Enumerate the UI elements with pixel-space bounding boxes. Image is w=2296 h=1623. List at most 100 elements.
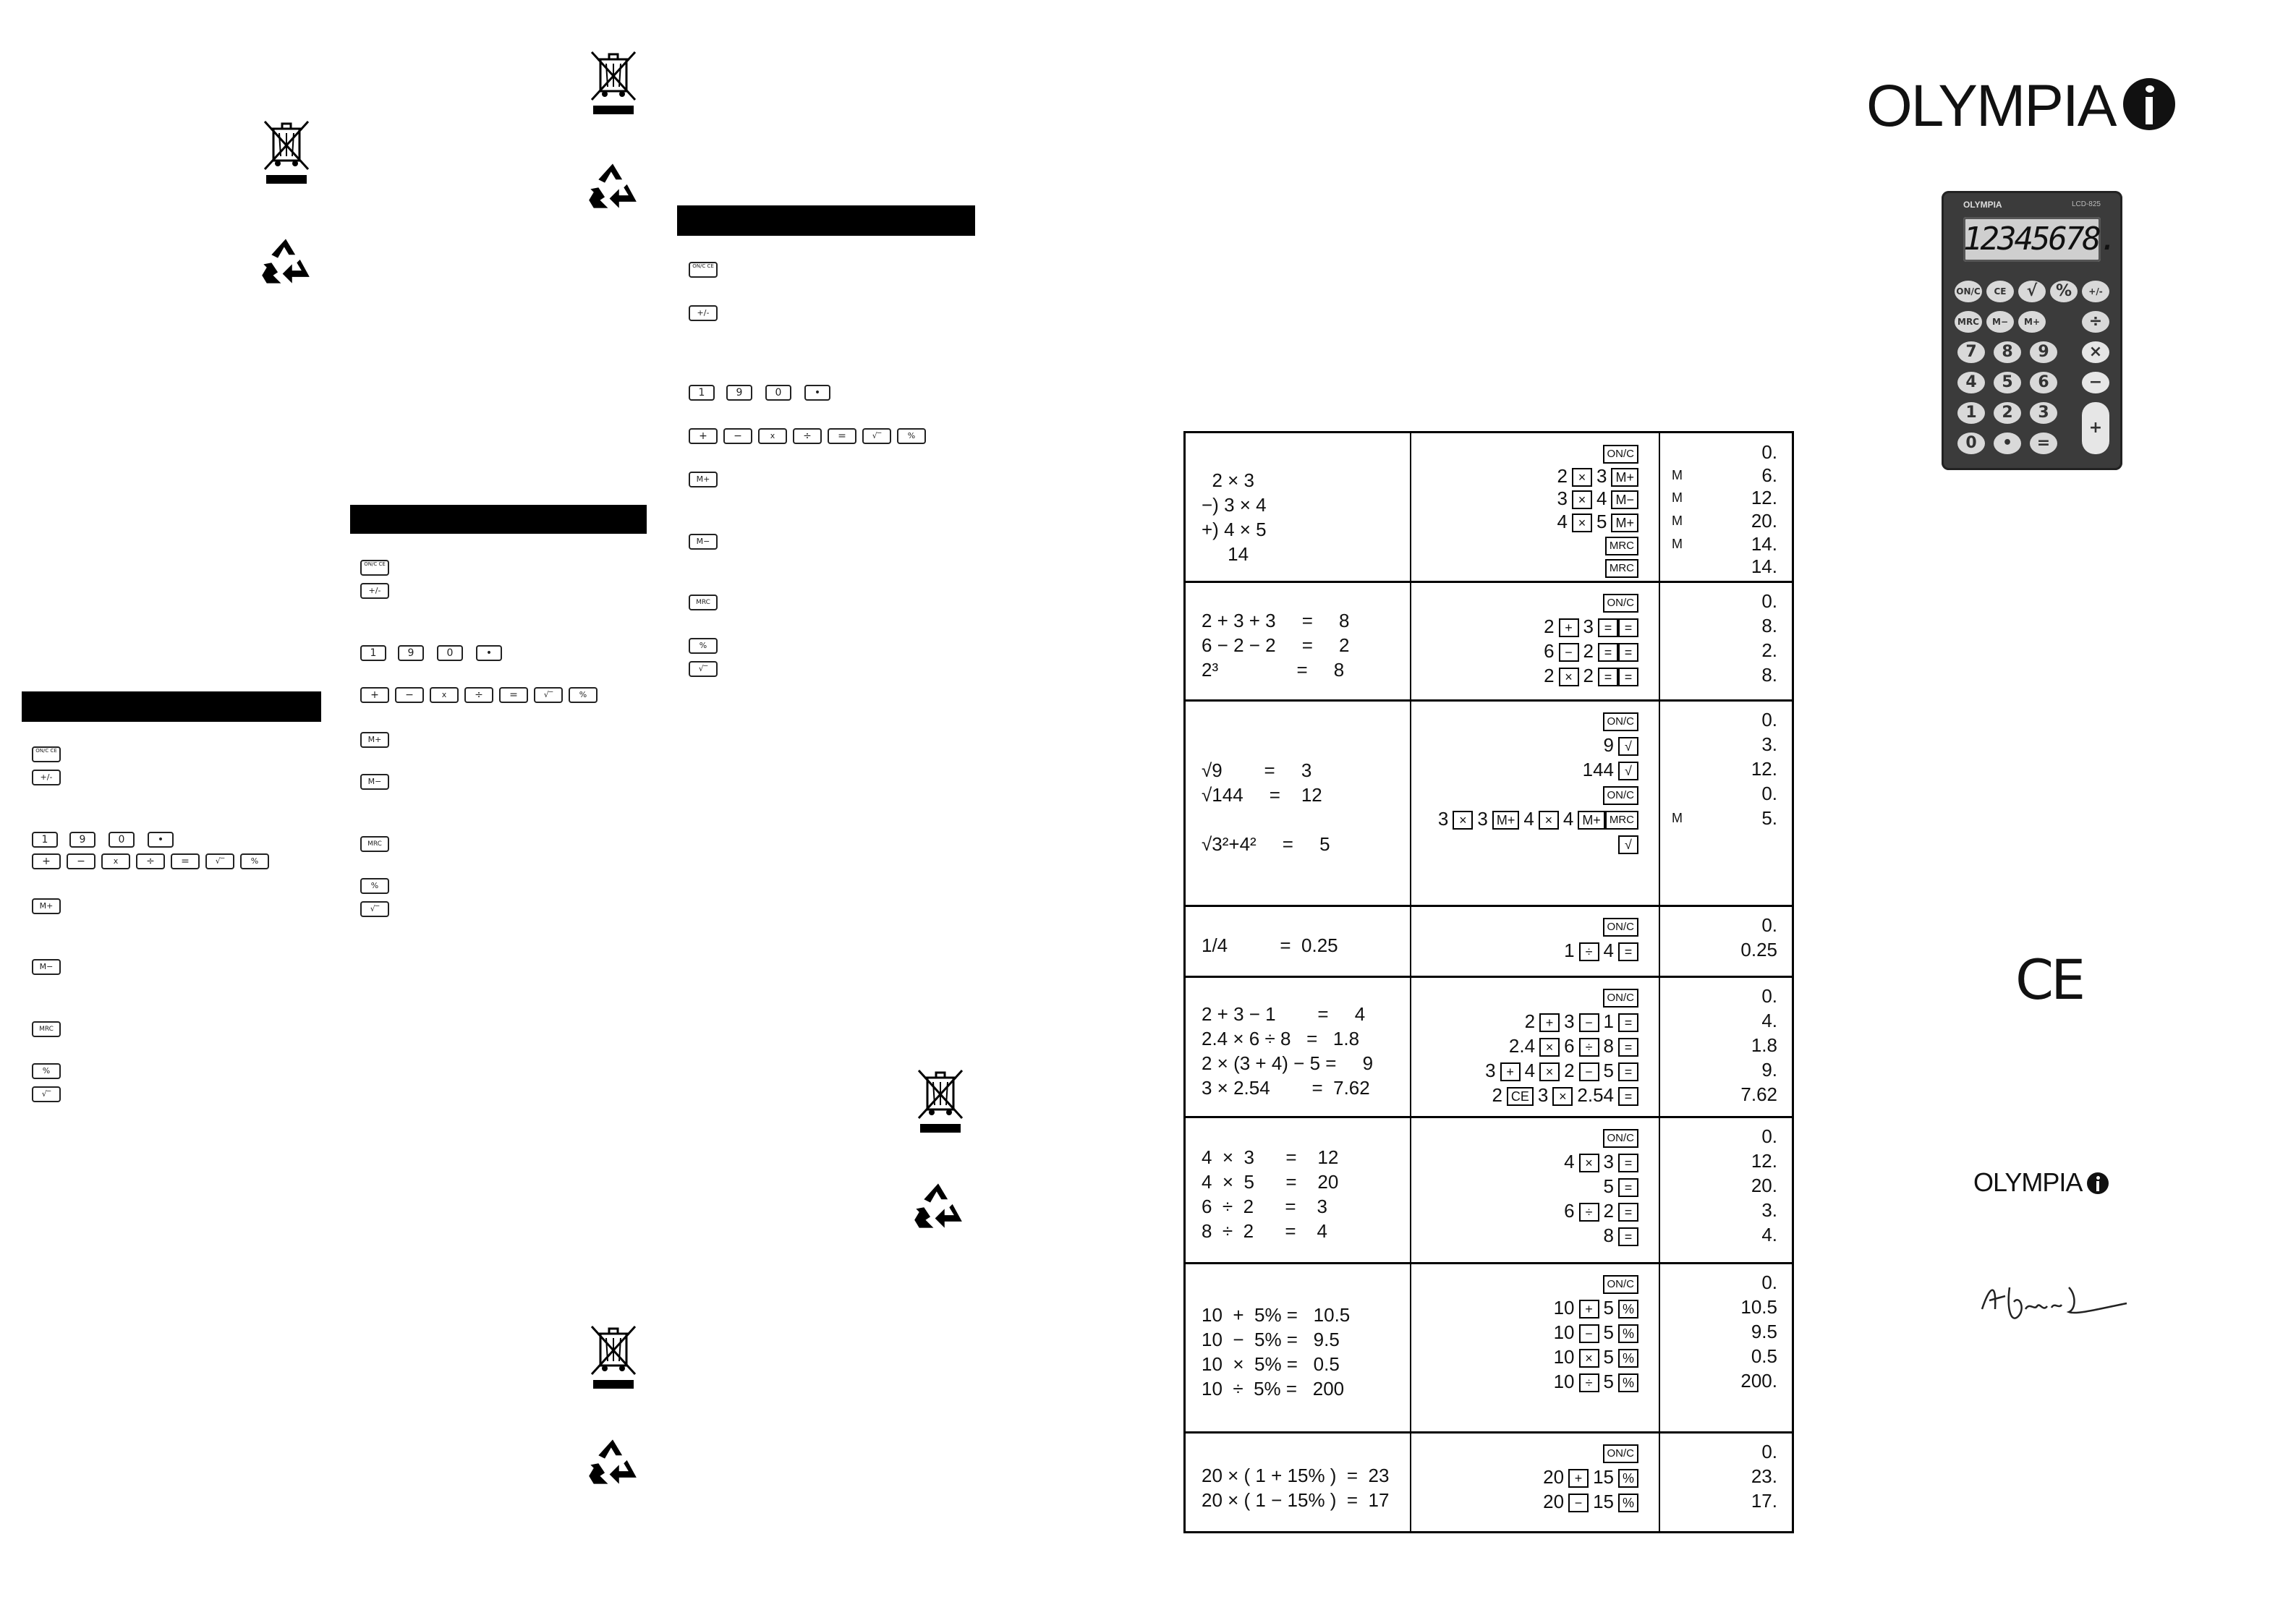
entry-number: 3 (1437, 808, 1449, 830)
entry-number: 3 (1485, 1060, 1496, 1081)
key-sequence: ON/C (1602, 1441, 1638, 1464)
entry-number: 1 (1564, 940, 1575, 961)
percent-key: % (689, 638, 718, 654)
olympia-logo-icon (2122, 78, 2175, 130)
calculator-key: 4 (1957, 372, 1985, 393)
percent-key: % (360, 878, 389, 894)
divide-key: ÷ (464, 687, 493, 703)
example-expression: 10 + 5% = 10.5 (1202, 1304, 1351, 1326)
key-box: ON/C (1602, 594, 1638, 613)
key-box: = (1618, 1038, 1638, 1057)
key-sequence: 144√ (1578, 759, 1638, 781)
key-box: ÷ (1578, 1203, 1599, 1222)
display-result: 10.5 (1740, 1296, 1777, 1318)
key-sequence: MRC (1604, 534, 1638, 556)
entry-number: 3 (1477, 808, 1488, 830)
display-result: 0. (1761, 441, 1777, 463)
divide-key: ÷ (136, 853, 165, 869)
digit-key-1: 1 (689, 385, 715, 401)
entry-number: 4 (1603, 940, 1614, 961)
display-result: 23. (1751, 1465, 1777, 1487)
calculator-key: +/- (2082, 281, 2109, 302)
key-box: M+ (1492, 811, 1520, 830)
percent-key: % (32, 1063, 61, 1079)
display-result: 17. (1751, 1490, 1777, 1512)
mrc-key: MRC (32, 1021, 61, 1037)
display-result: 4. (1761, 1010, 1777, 1031)
key-box: ON/C (1602, 989, 1638, 1008)
weee-bin-icon (590, 1325, 637, 1390)
digit-key-0: 0 (109, 832, 135, 848)
display-result: 14. (1751, 532, 1777, 555)
calculator-key: 0 (1957, 433, 1985, 454)
key-box: = (1598, 643, 1618, 663)
entry-number: 4 (1557, 511, 1568, 532)
calculator-key: ÷ (2082, 311, 2109, 333)
key-box: % (1617, 1300, 1638, 1319)
entry-number: 5 (1603, 1346, 1614, 1368)
display-result: 8. (1761, 664, 1777, 686)
example-expression: 6 ÷ 2 = 3 (1202, 1196, 1327, 1217)
key-box: − (1578, 1062, 1599, 1082)
example-expression: 2.4 × 6 ÷ 8 = 1.8 (1202, 1028, 1360, 1049)
plusminus-key: +/- (360, 583, 389, 599)
entry-number: 2.54 (1577, 1084, 1614, 1106)
entry-number: 5 (1603, 1175, 1614, 1197)
key-box: × (1578, 1349, 1599, 1368)
entry-number: 2.4 (1508, 1035, 1536, 1057)
key-box: % (1617, 1469, 1638, 1488)
key-box: = (1598, 668, 1618, 687)
calculator-key: 2 (1994, 402, 2021, 424)
key-box: − (1558, 643, 1579, 663)
digit-key-9: 9 (398, 645, 424, 661)
key-box: = (1618, 1062, 1638, 1082)
display-result: 12. (1751, 487, 1777, 509)
ce-mark-icon: CE (2015, 947, 2085, 1012)
example-expression: 10 × 5% = 0.5 (1202, 1353, 1340, 1375)
entry-number: 6 (1564, 1035, 1575, 1057)
key-box: ON/C (1602, 445, 1638, 464)
key-sequence: 2.4×6÷8= (1505, 1035, 1638, 1057)
display-result: 0. (1761, 590, 1777, 612)
key-box: ON/C (1602, 712, 1638, 732)
key-box: + (1568, 1469, 1589, 1488)
olympia-logo-icon (2086, 1172, 2109, 1194)
onc-ce-key: ON/C CE (360, 560, 389, 576)
calculator-key: • (1994, 433, 2021, 454)
entry-number: 5 (1603, 1297, 1614, 1319)
entry-number: 6 (1564, 1200, 1575, 1222)
signature-icon (1981, 1287, 2127, 1319)
example-expression: 2 + 3 − 1 = 4 (1202, 1003, 1366, 1025)
key-box: − (1578, 1324, 1599, 1344)
key-sequence: 6÷2= (1560, 1200, 1638, 1222)
entry-number: 15 (1593, 1491, 1614, 1512)
key-box: = (1618, 1154, 1638, 1173)
table-row-divider (1186, 1431, 1792, 1434)
key-box: + (1500, 1062, 1521, 1082)
display-result: 12. (1751, 1150, 1777, 1172)
entry-number: 20 (1543, 1491, 1565, 1512)
key-box: MRC (1604, 536, 1638, 555)
memory-indicator: M (1672, 536, 1683, 551)
example-expression: 14 (1202, 543, 1249, 565)
equals-key: = (171, 853, 200, 869)
entry-number: 15 (1593, 1466, 1614, 1488)
key-box: MRC (1604, 559, 1638, 579)
calculator-key: 8 (1994, 341, 2021, 363)
entry-number: 4 (1564, 1151, 1575, 1172)
key-box: × (1578, 1154, 1599, 1173)
key-sequence: 1÷4= (1560, 940, 1638, 962)
display-result: 0. (1761, 1441, 1777, 1462)
display-result: 12. (1751, 758, 1777, 780)
sqrt-key: √‾ (534, 687, 563, 703)
entry-number: 2 (1544, 615, 1555, 637)
entry-number: 3 (1603, 1151, 1614, 1172)
section-header-bar (677, 205, 975, 236)
mminus-key: M− (689, 534, 718, 550)
calculator-key: = (2030, 433, 2057, 454)
key-box: − (1568, 1494, 1589, 1513)
key-box: = (1618, 643, 1638, 663)
